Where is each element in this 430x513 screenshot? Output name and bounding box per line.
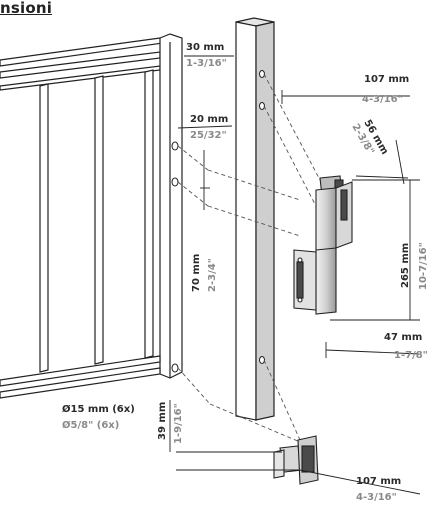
gate-holes <box>171 141 179 373</box>
hinge-width-imperial: 1-7/8" <box>394 350 428 361</box>
hinge-assembly <box>293 175 353 315</box>
hinge-width-metric: 47 mm <box>384 332 422 343</box>
page-title: nsioni <box>0 0 53 17</box>
post <box>235 17 275 421</box>
hole-diameter-metric: Ø15 mm (6x) <box>62 403 135 415</box>
hole-spacing-metric: 70 mm <box>191 254 202 292</box>
latch-assembly <box>273 435 319 485</box>
hinge-height-metric: 265 mm <box>400 243 411 288</box>
bottom-offset-metric: 39 mm <box>157 402 168 440</box>
hole-offset-metric: 20 mm <box>190 114 228 125</box>
hinge-height-imperial: 10-7/16" <box>418 242 429 290</box>
hole-diameter-imperial: Ø5/8" (6x) <box>62 419 119 431</box>
latch-depth-metric: 107 mm <box>356 476 401 487</box>
latch-depth-imperial: 4-3/16" <box>356 492 397 503</box>
dimension-lines <box>169 55 421 495</box>
post-width-imperial: 1-3/16" <box>186 58 227 69</box>
hinge-depth-imperial: 4-3/16" <box>362 94 403 105</box>
hole-offset-imperial: 25/32" <box>190 130 227 141</box>
hole-spacing-imperial: 2-3/4" <box>207 258 218 292</box>
post-width-metric: 30 mm <box>186 42 224 53</box>
gate-frame <box>0 33 183 399</box>
bottom-offset-imperial: 1-9/16" <box>173 403 184 444</box>
hinge-depth-metric: 107 mm <box>364 74 409 85</box>
projection-lines <box>177 73 321 443</box>
